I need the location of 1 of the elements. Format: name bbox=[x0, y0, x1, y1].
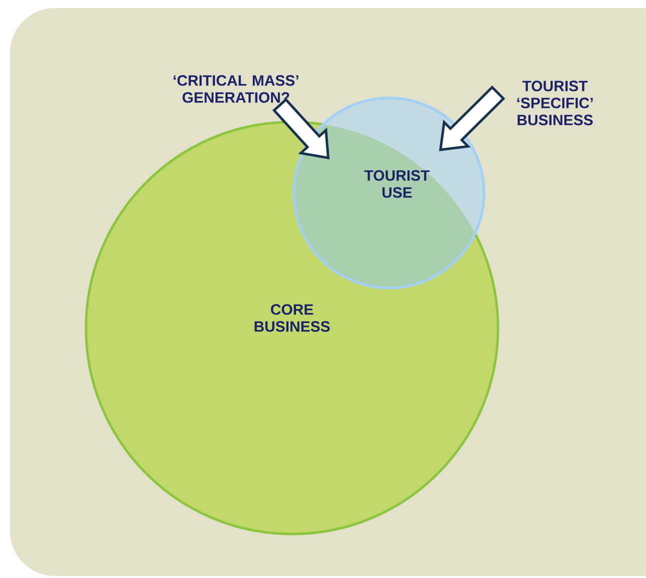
callout-text: TOURIST ‘SPECIFIC’ BUSINESS bbox=[517, 80, 593, 126]
